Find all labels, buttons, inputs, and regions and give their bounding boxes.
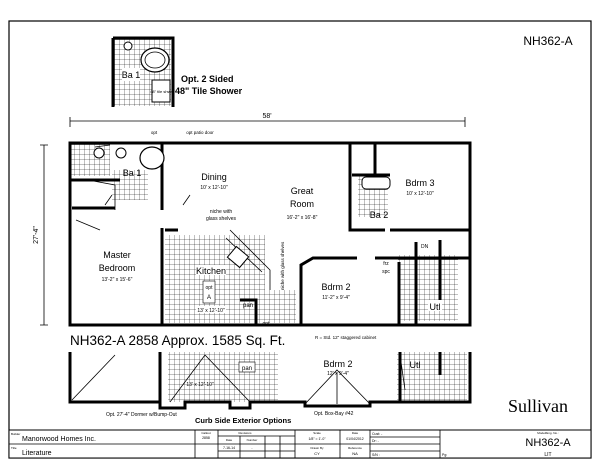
title-label: Title xyxy=(11,446,17,450)
option-shower-title-line1: Opt. 2 Sided xyxy=(181,74,234,84)
model-number-header: NH362-A xyxy=(523,34,572,48)
room-size-master: 13'-2" x 15'-6" xyxy=(102,277,133,283)
room-size-great: 16'-2" x 16'-8" xyxy=(287,215,318,221)
option-shower-title-line2: 48" Tile Shower xyxy=(175,86,243,96)
option-bath-drawing: Ba 1 48" tile shwr xyxy=(111,36,175,107)
niche-label-2: glass shelves xyxy=(206,216,237,222)
exterior-options-drawing xyxy=(68,352,472,410)
opt-window-note: opt xyxy=(151,130,158,135)
model-number-value: NH362-A xyxy=(525,437,571,449)
room-label-ba1: Ba 1 xyxy=(123,168,142,178)
room-label-bdrm2: Bdrm 2 xyxy=(321,282,350,292)
builder-label: Builder xyxy=(11,432,20,436)
room-label-bdrm3: Bdrm 3 xyxy=(405,178,434,188)
opt-bottom-note: opt xyxy=(263,321,271,327)
room-size-kitchen: 13' x 12'-10" xyxy=(197,308,225,314)
dr-field: Dr: - xyxy=(372,439,380,443)
kitchen-island-a: A xyxy=(207,295,211,301)
width-dimension: 58' xyxy=(69,113,466,127)
space-label: spc xyxy=(382,269,390,275)
model-number-label: Model/Eng. No.: xyxy=(537,431,559,435)
model-name: Sullivan xyxy=(508,396,568,416)
revision-number-value: - xyxy=(251,446,253,450)
main-floor-plan xyxy=(68,141,472,327)
reference-label: Reference xyxy=(348,446,362,450)
stairs-down-label: DN xyxy=(421,244,429,250)
serial-number-field: S/N : xyxy=(372,453,380,457)
revisions-label: Revisions xyxy=(238,431,252,435)
exterior-pantry: pan xyxy=(242,366,252,372)
date-value: 01/04/2012 xyxy=(346,437,364,441)
scale-value: 1/8" = 1'-0" xyxy=(308,437,326,441)
date-label: Date xyxy=(352,431,359,435)
drawn-by-label: Drawn By xyxy=(310,446,324,450)
title-block xyxy=(8,429,592,459)
room-label-kitchen: Kitchen xyxy=(196,266,226,276)
room-label-master-2: Bedroom xyxy=(99,263,136,273)
scale-label: Scale xyxy=(313,431,321,435)
exterior-utl: Utl xyxy=(410,360,421,370)
callout-value: 2858 xyxy=(202,436,210,440)
exterior-bdrm2: Bdrm 2 xyxy=(323,359,352,369)
cabinet-note: R = Std. 12" staggered cabinet xyxy=(315,335,377,340)
room-size-dining: 10' x 12'-10" xyxy=(200,185,228,191)
drawn-by-value: CY xyxy=(314,451,320,456)
room-label-great-2: Room xyxy=(290,199,314,209)
freezer-label: frz xyxy=(383,261,389,267)
room-label-great-1: Great xyxy=(291,186,314,196)
room-size-bdrm3: 10' x 12'-10" xyxy=(406,191,434,197)
depth-dimension-label: 27'-4" xyxy=(33,226,40,244)
title-value: Literature xyxy=(22,450,52,457)
builder-value: Manorwood Homes Inc. xyxy=(22,436,96,443)
room-label-dining: Dining xyxy=(201,172,227,182)
niche-label-vertical: niche with glass shelves xyxy=(280,241,285,290)
exterior-options-title: Curb Side Exterior Options xyxy=(195,416,291,425)
room-label-ba2: Ba 2 xyxy=(370,210,389,220)
width-dimension-label: 58' xyxy=(262,113,271,120)
room-size-bdrm2: 11'-2" x 9'-4" xyxy=(322,295,350,301)
revision-number-label: Number xyxy=(247,438,258,442)
opt-patio-door-note: opt patio door xyxy=(186,130,214,135)
customer-field: Cust: - xyxy=(372,432,383,436)
option-bath-label: Ba 1 xyxy=(122,70,141,80)
room-label-master-1: Master xyxy=(103,250,131,260)
niche-label-1: niche with xyxy=(210,209,232,215)
kitchen-island-opt: opt xyxy=(206,285,214,291)
dormer-option-label: Opt. 27'-4" Dormer w/Bump-Out xyxy=(106,412,177,418)
reference-value: NA xyxy=(352,451,358,456)
option-shower-label: 48" tile shwr xyxy=(150,89,172,94)
exterior-kitchen-size: 13' x 12'-10" xyxy=(186,382,214,388)
callout-label: Callout xyxy=(201,431,211,435)
box-bay-option-label: Opt. Box-Bay #42 xyxy=(314,411,354,417)
page-value: LIT xyxy=(544,452,551,458)
plan-summary: NH362-A 2858 Approx. 1585 Sq. Ft. xyxy=(70,333,285,348)
depth-dimension: 27'-4" xyxy=(33,144,48,326)
revision-date-label: Date xyxy=(226,438,233,442)
revision-date-value: 7-16-14 xyxy=(223,446,235,450)
exterior-bdrm2-size: 12' x 9'-4" xyxy=(327,371,349,377)
room-label-utl: Utl xyxy=(430,302,441,312)
sheet-border xyxy=(8,20,592,459)
pantry-label: pan xyxy=(243,303,253,309)
page-label: Pg: xyxy=(442,453,447,457)
